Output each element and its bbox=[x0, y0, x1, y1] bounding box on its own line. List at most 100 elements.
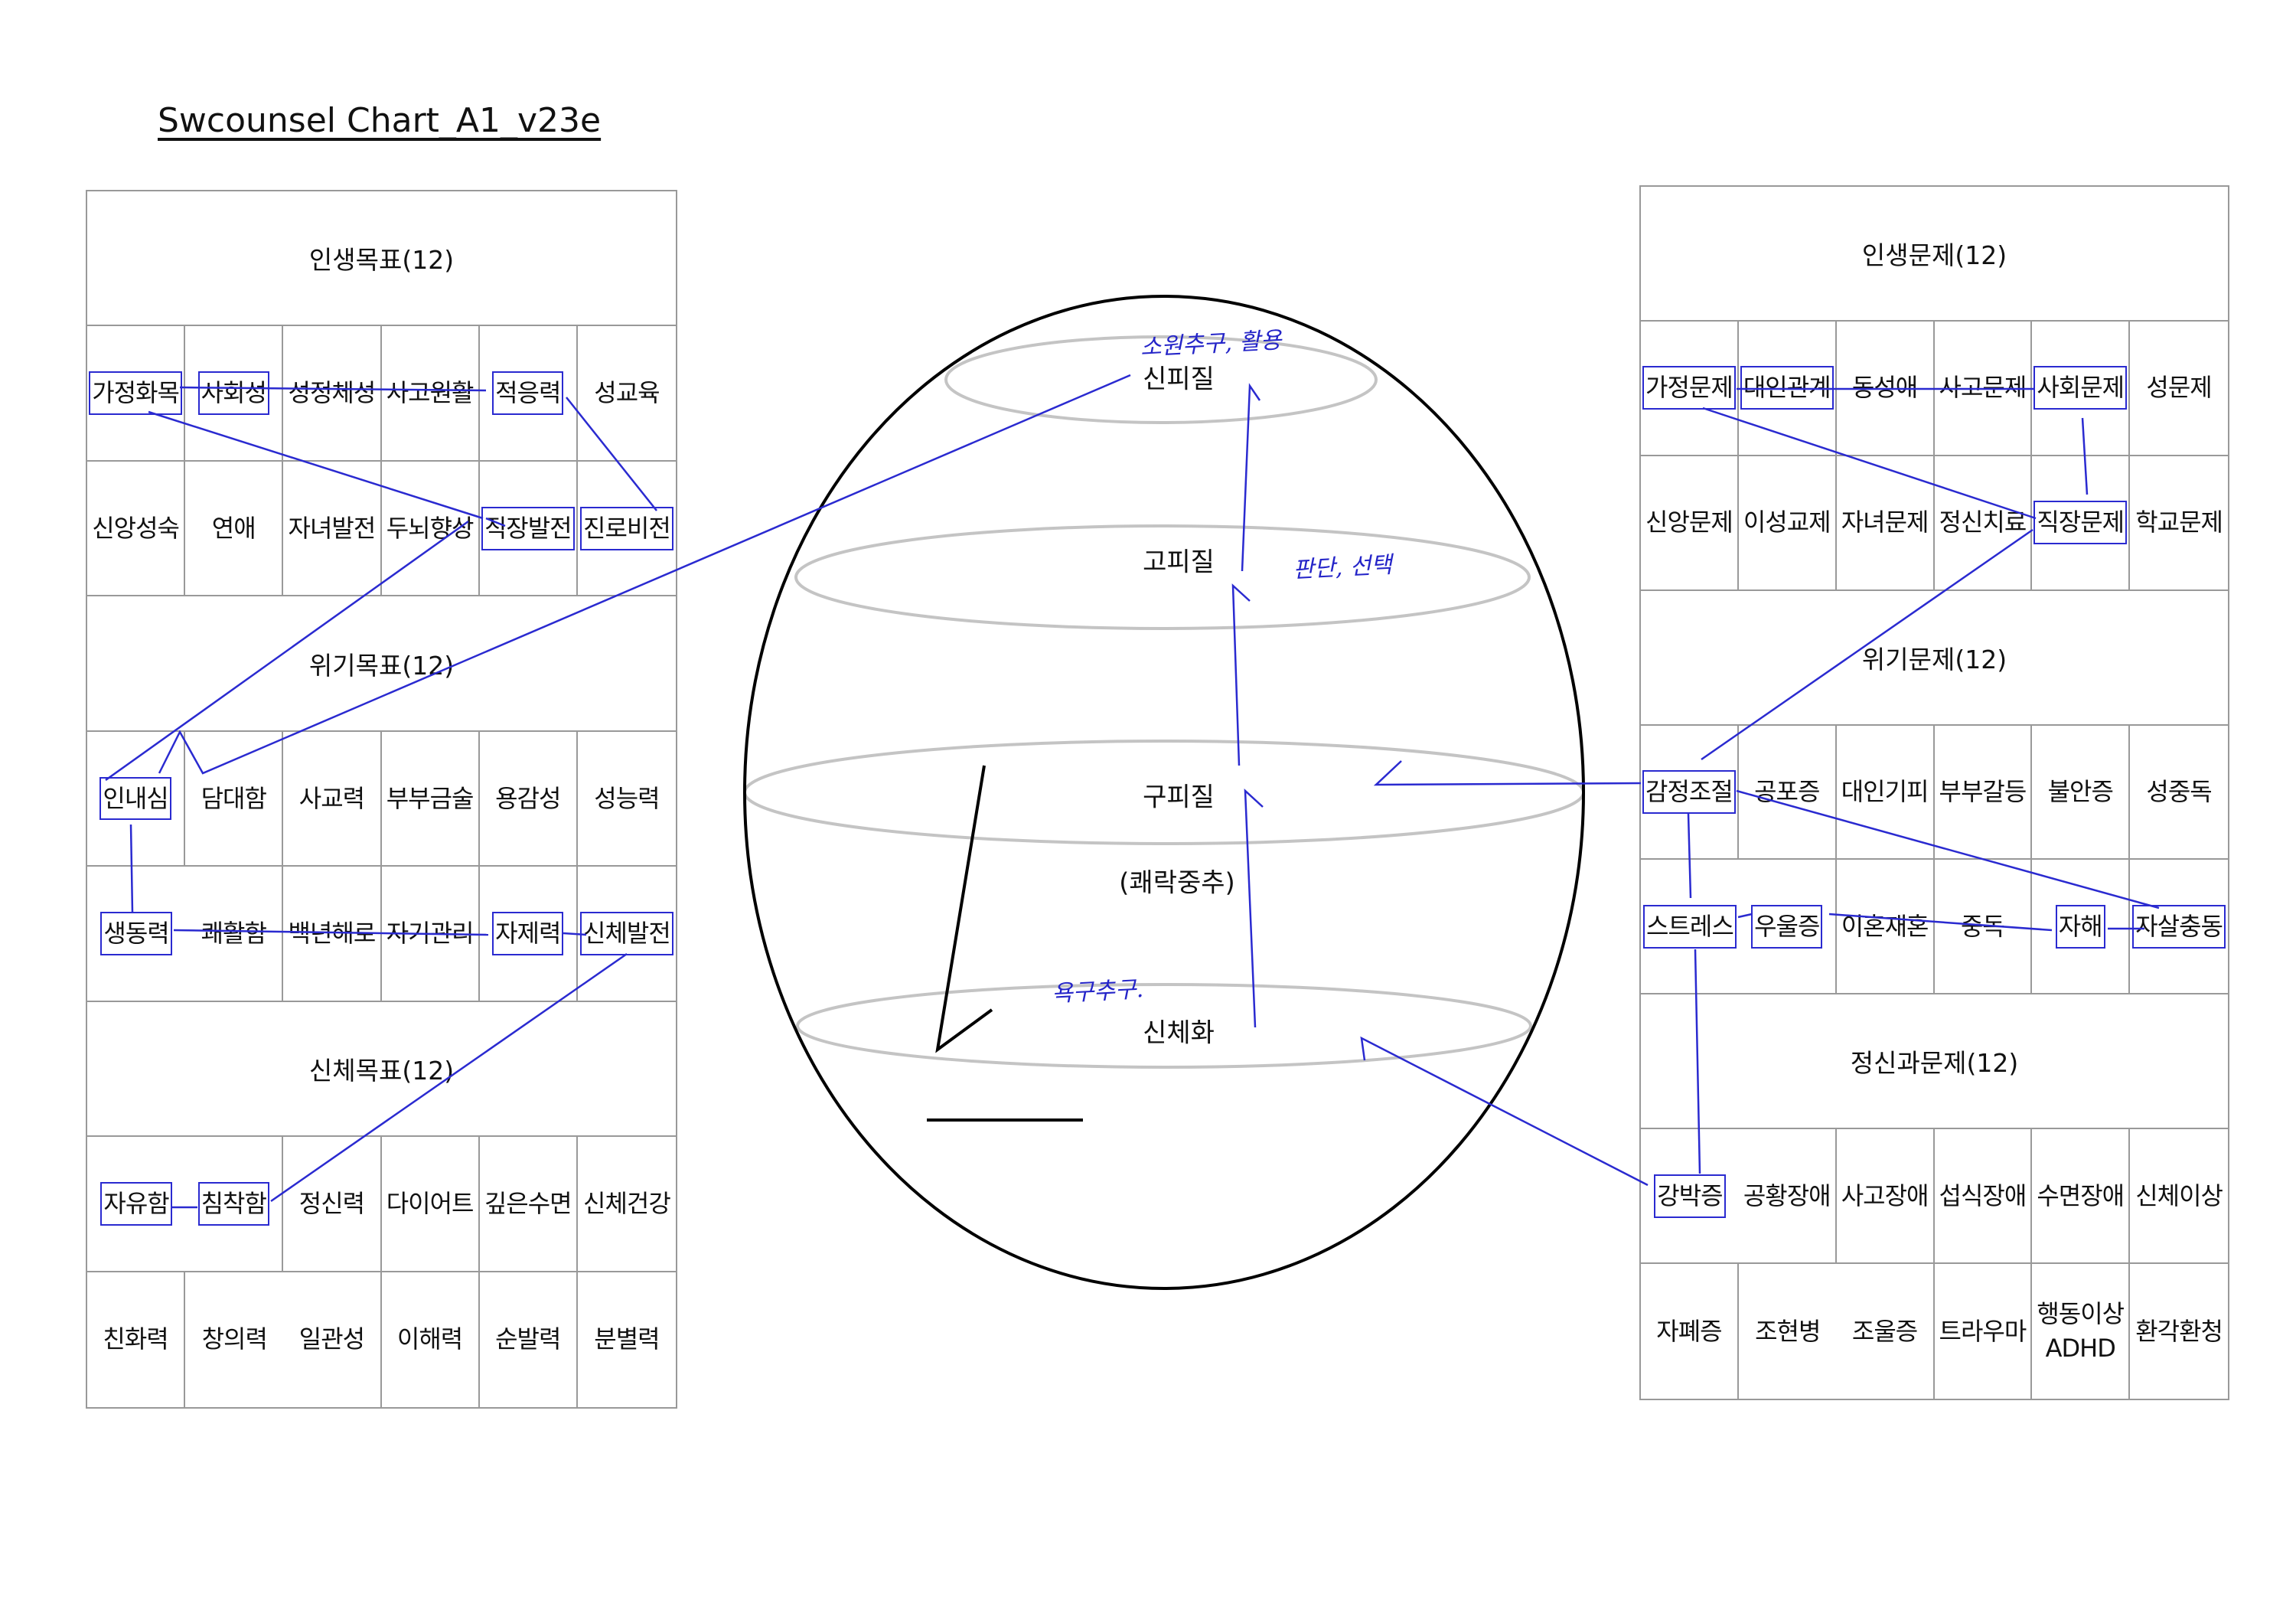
table-cell: 자폐증 bbox=[1641, 1264, 1739, 1399]
cell-label: 침착함 bbox=[197, 1181, 269, 1226]
table-cell: 일관성 bbox=[283, 1272, 382, 1407]
cell-label: 자폐증 bbox=[1656, 1316, 1722, 1346]
cell-label: 부부금술 bbox=[386, 783, 475, 813]
cell-label: 신앙문제 bbox=[1645, 508, 1733, 537]
highlighted-cell: 자해 bbox=[2032, 860, 2131, 995]
section-header: 인생목표(12) bbox=[87, 191, 676, 327]
highlighted-cell: 직장발전 bbox=[479, 461, 578, 597]
highlighted-cell: 인내심 bbox=[87, 731, 186, 867]
table-cell: 자녀문제 bbox=[1836, 456, 1935, 591]
cell-label: 대인관계 bbox=[1740, 366, 1834, 410]
cell-label: 수면장애 bbox=[2037, 1181, 2125, 1210]
handwritten-note: 욕구추구. bbox=[1051, 975, 1144, 1008]
cell-label: 환각환청 bbox=[2135, 1316, 2223, 1346]
table-cell: 성능력 bbox=[577, 732, 676, 867]
cell-label: 창의력 bbox=[201, 1324, 268, 1354]
table-cell: 성문제 bbox=[2130, 322, 2228, 456]
table-cell: 창의력 bbox=[185, 1272, 283, 1407]
cell-label: 성문제 bbox=[2146, 373, 2212, 403]
cell-label: 신체건강 bbox=[583, 1188, 671, 1218]
cell-label: 공황장애 bbox=[1743, 1181, 1831, 1210]
section-header: 신체목표(12) bbox=[87, 1002, 676, 1138]
table-cell: 연애 bbox=[185, 461, 284, 597]
highlighted-cell: 우울증 bbox=[1738, 860, 1837, 995]
highlighted-cell: 사회문제 bbox=[2032, 321, 2131, 456]
cell-label: 불안증 bbox=[2047, 777, 2114, 807]
table-cell: 순발력 bbox=[480, 1272, 578, 1407]
cell-label: 학교문제 bbox=[2135, 508, 2223, 537]
cell-label: 신체이상 bbox=[2135, 1181, 2223, 1210]
layer-somatization: 신체화 bbox=[1143, 1017, 1215, 1049]
cell-label: 자녀발전 bbox=[288, 513, 377, 543]
table-cell: 이성교제 bbox=[1738, 456, 1837, 591]
brain-outline bbox=[743, 295, 1585, 1290]
table-cell: 사고원활 bbox=[381, 326, 480, 462]
cell-label: 자유함 bbox=[100, 1181, 172, 1226]
table-cell: 용감성 bbox=[479, 731, 578, 867]
section-header: 인생문제(12) bbox=[1641, 187, 2228, 322]
layer-pleasure-center: (쾌락중추) bbox=[1119, 867, 1235, 899]
table-cell: 정신치료 bbox=[1934, 456, 2033, 591]
highlighted-cell: 사회성 bbox=[185, 326, 284, 462]
table-cell: 부부갈등 bbox=[1934, 725, 2033, 860]
section-header: 위기문제(12) bbox=[1641, 591, 2228, 726]
table-cell: 사고장애 bbox=[1836, 1129, 1935, 1265]
table-cell: 신앙문제 bbox=[1641, 456, 1739, 591]
table-cell: 신체건강 bbox=[577, 1137, 676, 1272]
cell-label: 정신치료 bbox=[1939, 508, 2027, 537]
cell-label: 공포증 bbox=[1754, 777, 1820, 807]
table-cell: 수면장애 bbox=[2032, 1129, 2131, 1265]
highlighted-cell: 적응력 bbox=[479, 326, 578, 462]
table-cell: 이해력 bbox=[382, 1272, 480, 1407]
cell-label: 사회성 bbox=[197, 371, 269, 416]
cell-label: 자녀문제 bbox=[1841, 508, 1929, 537]
cell-label: 일관성 bbox=[298, 1324, 365, 1354]
highlighted-cell: 자살충동 bbox=[2130, 860, 2228, 995]
table-cell: 공포증 bbox=[1738, 725, 1837, 860]
table-cell: 성교육 bbox=[577, 326, 676, 462]
highlighted-cell: 강박증 bbox=[1641, 1129, 1739, 1265]
highlighted-cell: 생동력 bbox=[87, 867, 186, 1002]
somatization-ring bbox=[796, 983, 1532, 1069]
table-cell: 다이어트 bbox=[381, 1137, 480, 1272]
cell-label: 사고문제 bbox=[1939, 373, 2027, 403]
cell-label: 인내심 bbox=[99, 776, 171, 821]
cell-label: 성중독 bbox=[2146, 777, 2212, 807]
cell-label: 직장문제 bbox=[2033, 501, 2128, 545]
table-cell: 조울증 bbox=[1837, 1264, 1935, 1399]
table-cell: 신체이상 bbox=[2130, 1129, 2228, 1265]
cell-label: 강박증 bbox=[1654, 1174, 1726, 1218]
cell-label: 자해 bbox=[2055, 904, 2105, 949]
highlighted-cell: 스트레스 bbox=[1641, 860, 1739, 995]
cell-label: 용감성 bbox=[495, 783, 561, 813]
cell-label: 쾌활함 bbox=[201, 919, 267, 949]
table-cell: 담대함 bbox=[185, 731, 284, 867]
cell-label: 직장발전 bbox=[481, 506, 575, 550]
cell-label: 진로비전 bbox=[580, 506, 673, 550]
table-cell: 친화력 bbox=[87, 1272, 186, 1407]
cell-label: 순발력 bbox=[495, 1324, 561, 1354]
cell-label: 이해력 bbox=[396, 1324, 463, 1354]
table-cell: 깊은수면 bbox=[479, 1137, 578, 1272]
table-cell: 성정체성 bbox=[283, 326, 382, 462]
cell-label: 가정화목 bbox=[89, 371, 182, 416]
table-cell: 분별력 bbox=[578, 1272, 676, 1407]
table-cell: 불안증 bbox=[2032, 725, 2131, 860]
table-cell: 대인기피 bbox=[1836, 725, 1935, 860]
section-header: 정신과문제(12) bbox=[1641, 994, 2228, 1130]
highlighted-cell: 직장문제 bbox=[2032, 456, 2131, 591]
black-strokes bbox=[927, 765, 1083, 1122]
highlighted-cell: 침착함 bbox=[185, 1137, 284, 1272]
table-cell: 성중독 bbox=[2130, 726, 2228, 860]
cell-label: 담대함 bbox=[201, 783, 267, 813]
handwritten-note: 판단, 선택 bbox=[1292, 551, 1393, 584]
cell-label: 사고장애 bbox=[1841, 1181, 1929, 1210]
table-cell: 트라우마 bbox=[1935, 1264, 2033, 1399]
cell-label: 가정문제 bbox=[1642, 366, 1736, 410]
cell-label: 사교력 bbox=[298, 783, 365, 813]
cell-label: 사고원활 bbox=[386, 378, 475, 408]
cell-label: 동성애 bbox=[1851, 373, 1918, 403]
neocortex-ring bbox=[944, 335, 1378, 424]
